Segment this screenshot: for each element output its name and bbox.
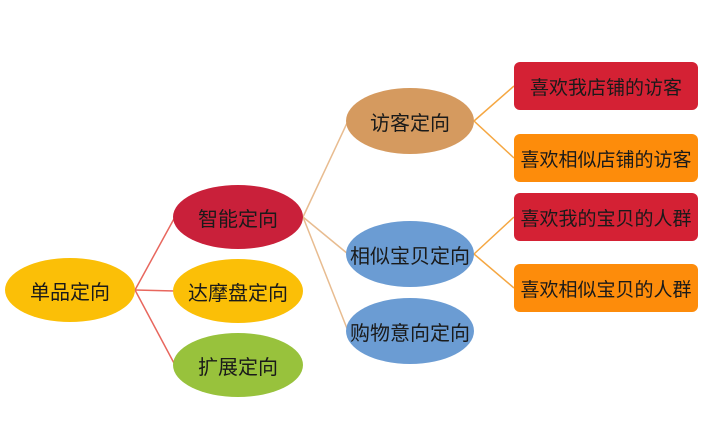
node-purchase-intent-targeting: 购物意向定向 <box>346 298 474 364</box>
connector-smart-similar-item <box>302 216 349 255</box>
connector-root-damo <box>134 289 176 292</box>
leaf-similar-shop-visitors: 喜欢相似店铺的访客 <box>514 134 698 182</box>
leaf-my-item-crowd: 喜欢我的宝贝的人群 <box>514 193 698 241</box>
node-visitor-targeting: 访客定向 <box>346 88 474 154</box>
leaf-similar-item-crowd: 喜欢相似宝贝的人群 <box>514 264 698 312</box>
node-damo-targeting: 达摩盘定向 <box>173 259 303 323</box>
root-node-single-item-targeting: 单品定向 <box>5 258 135 322</box>
node-smart-targeting: 智能定向 <box>173 185 303 249</box>
node-extension-targeting: 扩展定向 <box>173 333 303 397</box>
connector-similar-my-item <box>473 216 515 255</box>
node-similar-item-targeting: 相似宝贝定向 <box>346 221 474 287</box>
connector-root-smart <box>134 216 176 291</box>
connector-root-extension <box>134 289 176 366</box>
connector-smart-purchase-intent <box>302 216 349 332</box>
connector-visitor-similar-shop <box>473 120 515 159</box>
connector-visitor-shop <box>473 85 515 122</box>
leaf-shop-visitors: 喜欢我店铺的访客 <box>514 62 698 110</box>
connector-smart-visitor <box>302 120 349 218</box>
connector-similar-similar-item <box>473 253 515 289</box>
